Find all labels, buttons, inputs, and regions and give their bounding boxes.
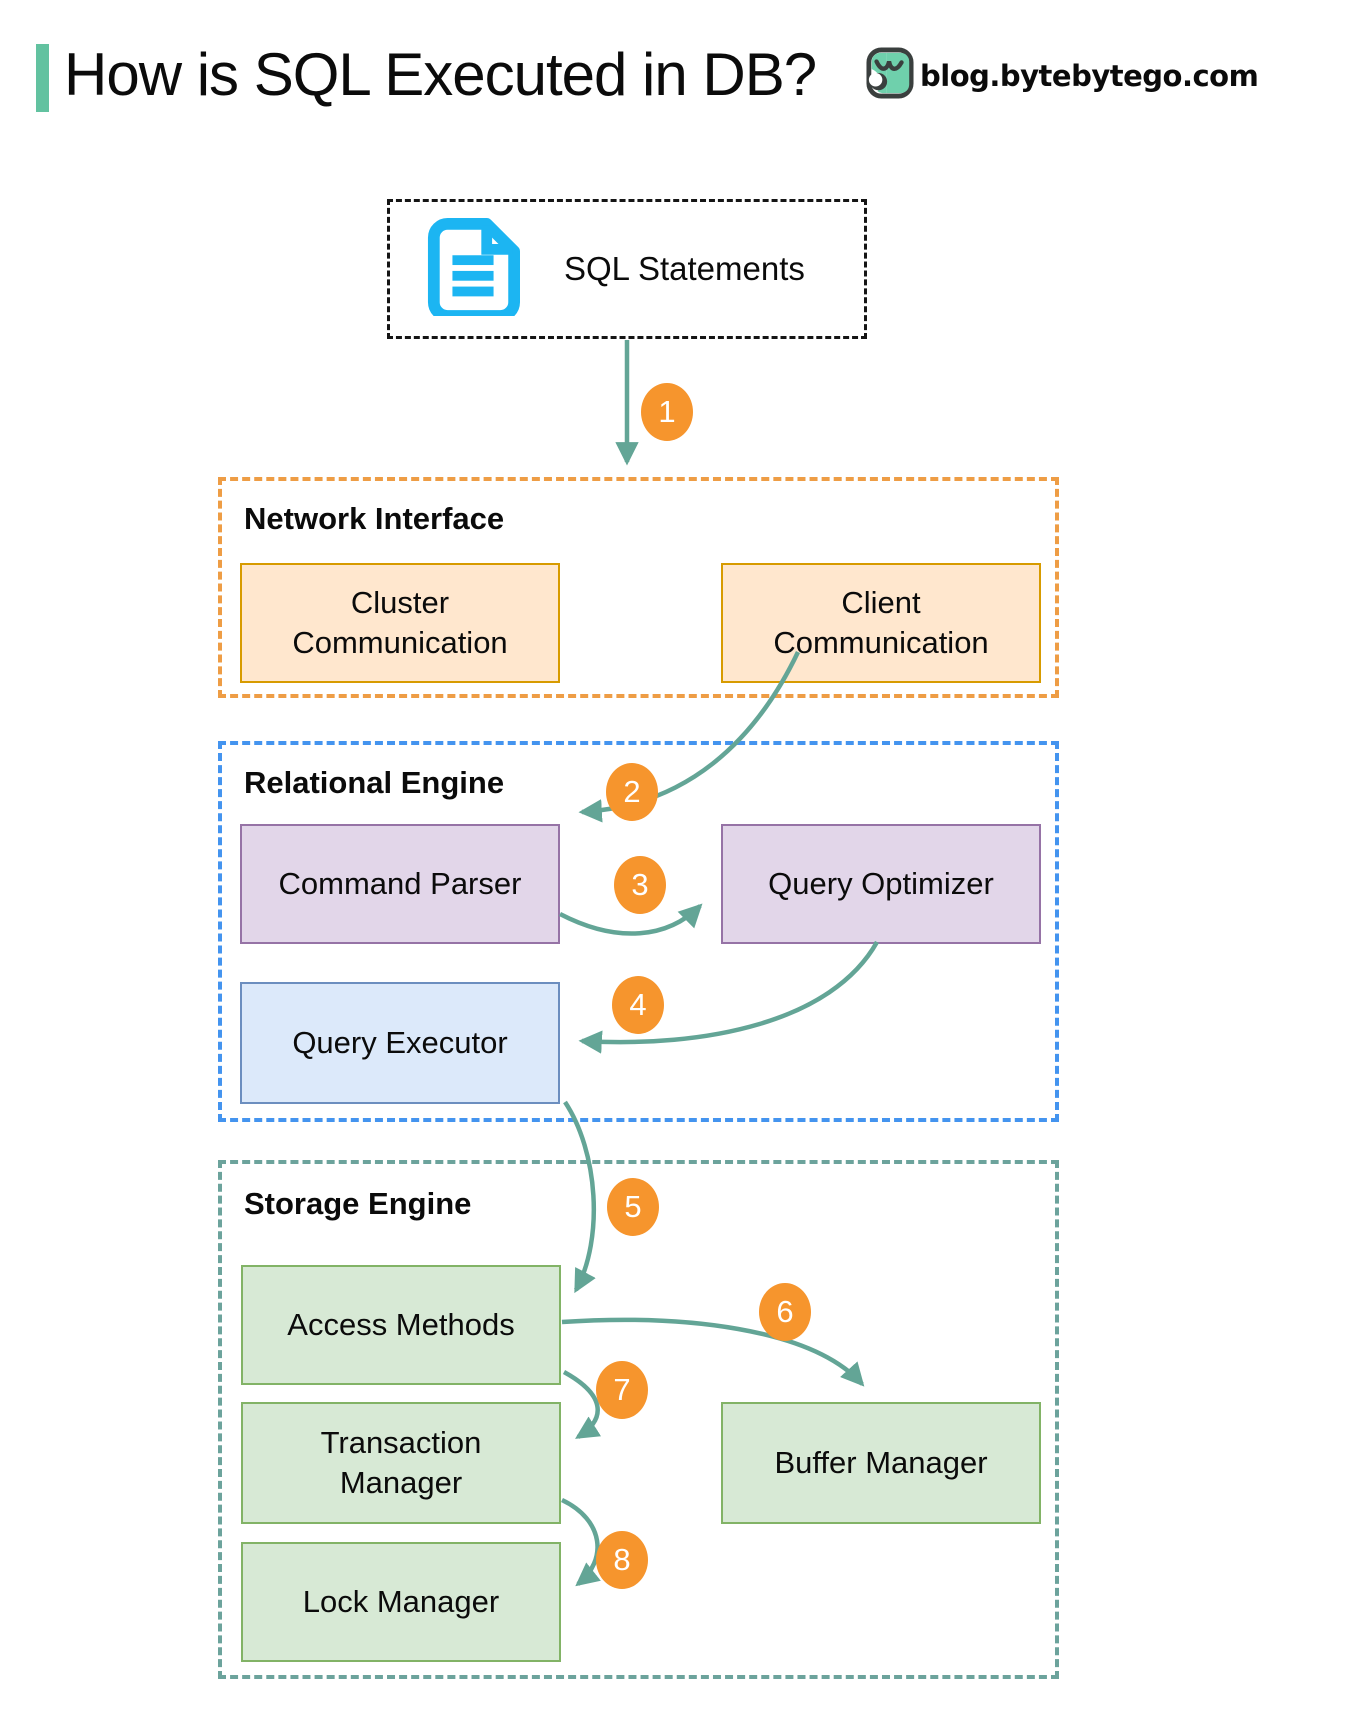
node-command-parser: Command Parser (240, 824, 560, 944)
node-lock-manager: Lock Manager (241, 1542, 561, 1662)
bytebytego-logo-icon (866, 46, 914, 105)
title-accent-bar (36, 44, 49, 112)
step-badge-8: 8 (596, 1531, 648, 1589)
sql-document-icon (426, 217, 520, 322)
step-badge-1: 1 (641, 383, 693, 441)
step-badge-3: 3 (614, 856, 666, 914)
node-buffer-manager: Buffer Manager (721, 1402, 1041, 1524)
relational-engine-section: Relational Engine Command Parser Query O… (218, 741, 1059, 1122)
sql-statements-label: SQL Statements (564, 250, 805, 287)
brand-url: blog.bytebytego.com (920, 58, 1259, 93)
step-badge-4: 4 (612, 976, 664, 1034)
step-badge-2: 2 (606, 763, 658, 821)
step-badge-5: 5 (607, 1178, 659, 1236)
node-access-methods: Access Methods (241, 1265, 561, 1385)
node-cluster-communication: Cluster Communication (240, 563, 560, 683)
step-badge-6: 6 (759, 1283, 811, 1341)
node-query-optimizer: Query Optimizer (721, 824, 1041, 944)
storage-engine-title: Storage Engine (244, 1186, 472, 1221)
step-badge-7: 7 (596, 1361, 648, 1419)
storage-engine-section: Storage Engine Access Methods Transactio… (218, 1160, 1059, 1679)
node-query-executor: Query Executor (240, 982, 560, 1104)
network-interface-title: Network Interface (244, 501, 505, 536)
node-client-communication: Client Communication (721, 563, 1041, 683)
brand: blog.bytebytego.com (866, 46, 1259, 105)
network-interface-section: Network Interface Cluster Communication … (218, 477, 1059, 698)
page-title: How is SQL Executed in DB? (64, 41, 817, 108)
relational-engine-title: Relational Engine (244, 765, 505, 800)
node-transaction-manager: Transaction Manager (241, 1402, 561, 1524)
sql-statements-box: SQL Statements (387, 199, 867, 339)
